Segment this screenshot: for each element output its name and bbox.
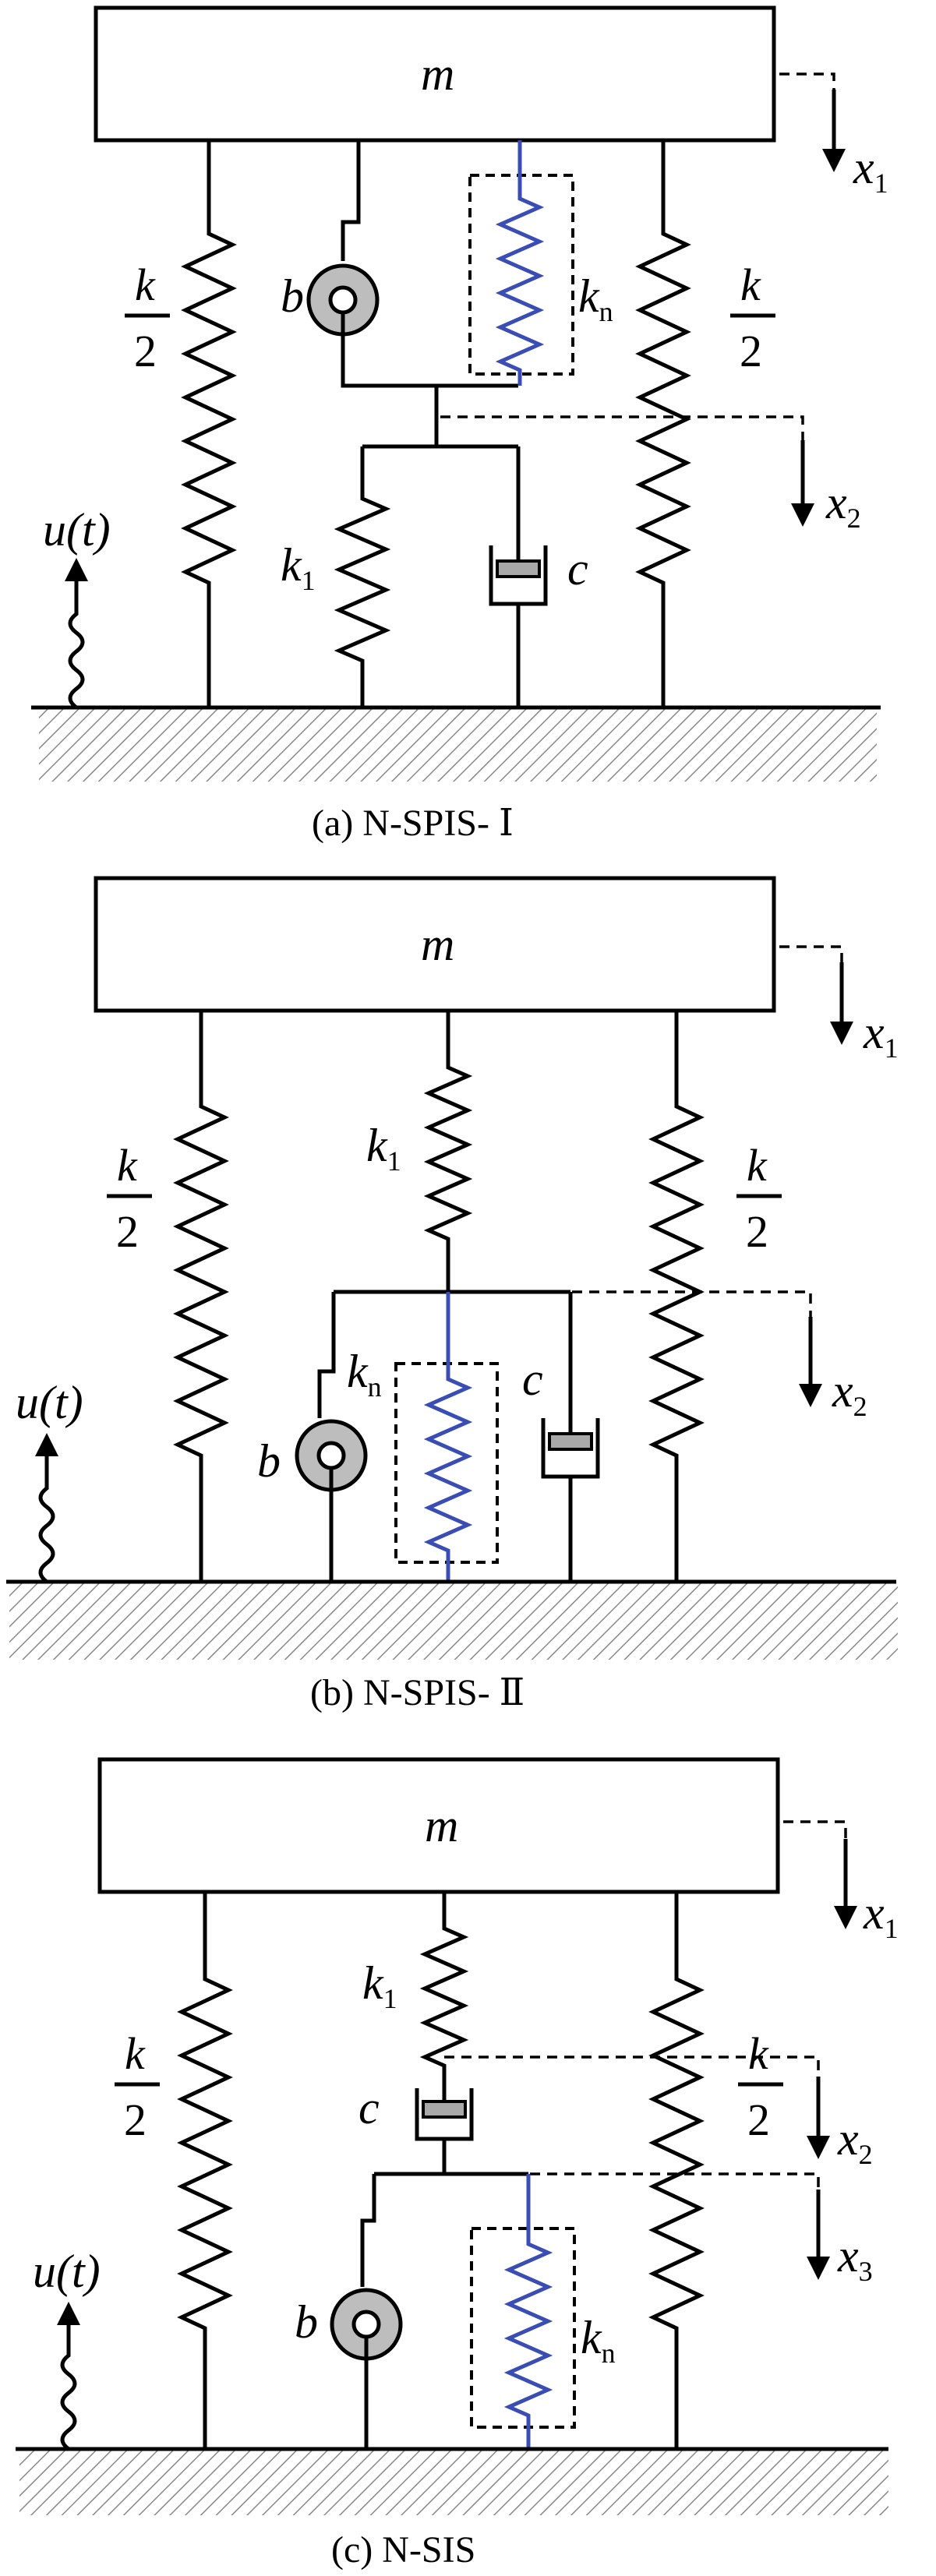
right-k-num: k	[748, 2028, 769, 2079]
kn-dashed-box	[470, 2227, 576, 2429]
diagram-b: m x1 k 2 k 2 k1 x2 b kn	[6, 876, 899, 1713]
k1-label: k1	[366, 1120, 401, 1177]
left-spring	[181, 140, 237, 708]
kn-spring	[503, 2174, 553, 2449]
right-k-den: 2	[740, 326, 762, 376]
right-k-num: k	[747, 1140, 768, 1191]
ground-hatch	[9, 1582, 898, 1660]
x1-label: x1	[863, 1887, 899, 1944]
damper	[489, 446, 548, 708]
ground-hatch	[39, 708, 877, 782]
mass-block	[94, 5, 776, 143]
left-k-den: 2	[116, 1206, 139, 1257]
x3-dash	[444, 2172, 820, 2190]
excitation-label: u(t)	[16, 1377, 83, 1428]
x2-label: x2	[832, 1365, 867, 1422]
left-k-num: k	[135, 259, 156, 310]
k1-spring	[419, 1892, 469, 2104]
inerter-top-wire	[341, 140, 361, 261]
kn-label: kn	[578, 270, 613, 327]
damper	[541, 1292, 600, 1582]
right-spring	[648, 1892, 705, 2449]
k1-spring	[423, 1011, 473, 1292]
right-spring	[635, 140, 691, 708]
right-k-num: k	[740, 259, 761, 310]
kn-dashed-box	[468, 174, 574, 376]
damper	[415, 2088, 474, 2174]
mass-block	[94, 876, 776, 1013]
ground-hatch	[19, 2449, 888, 2515]
x2-dash	[440, 415, 804, 440]
mass-label: m	[421, 48, 454, 100]
kn-spring	[423, 1292, 473, 1582]
x2-dash	[444, 2056, 820, 2077]
caption-c: (c) N-SIS	[331, 2529, 475, 2571]
caption-a: (a) N-SPIS- Ⅰ	[312, 803, 514, 844]
damper-label: c	[522, 1353, 543, 1405]
excitation-label: u(t)	[33, 2246, 101, 2297]
x1-label: x1	[853, 142, 888, 199]
inerter-label: b	[281, 270, 304, 322]
inerter-top-wire	[360, 2174, 376, 2287]
right-spring	[648, 1011, 705, 1582]
x2-label: x2	[837, 2113, 873, 2170]
x1-dash	[779, 945, 843, 962]
right-k-den: 2	[747, 2094, 770, 2145]
excitation-wave	[68, 584, 85, 709]
caption-b: (b) N-SPIS- Ⅱ	[310, 1672, 525, 1713]
x2-dash	[452, 1290, 812, 1317]
left-spring	[173, 1011, 229, 1582]
x2-label: x2	[825, 477, 861, 534]
x1-dash	[783, 1820, 847, 1839]
left-k-num: k	[117, 1140, 138, 1191]
kn-label: kn	[347, 1346, 382, 1403]
x1-dash	[779, 72, 835, 90]
inerter-label: b	[295, 2296, 318, 2348]
excitation-wave	[60, 2330, 77, 2451]
left-k-den: 2	[134, 326, 157, 376]
kn-spring	[495, 140, 545, 386]
damper-label: c	[567, 543, 588, 595]
excitation-wave	[38, 1461, 55, 1583]
diagram-a: m x1 k 2 k 2 b kn x2 k1	[31, 5, 888, 844]
left-spring	[177, 1892, 233, 2449]
excitation-label: u(t)	[43, 504, 111, 556]
kn-label: kn	[581, 2312, 616, 2369]
x1-label: x1	[863, 1007, 899, 1064]
left-k-den: 2	[124, 2094, 147, 2145]
damper-label: c	[359, 2082, 380, 2133]
x3-label: x3	[837, 2230, 873, 2287]
k1-spring	[334, 446, 391, 708]
mass-label: m	[425, 1800, 458, 1851]
inerter-bottom-wire	[341, 312, 518, 388]
mass-block	[97, 1757, 780, 1894]
k1-label: k1	[281, 539, 316, 596]
left-k-num: k	[125, 2028, 146, 2079]
inerter-label: b	[257, 1435, 281, 1487]
diagram-c: m x1 k 2 k 2 k1 x2 c x3	[16, 1757, 899, 2571]
inerter-top-wire	[317, 1292, 336, 1418]
mass-label: m	[421, 919, 454, 970]
right-k-den: 2	[746, 1206, 768, 1257]
k1-label: k1	[362, 1957, 397, 2014]
